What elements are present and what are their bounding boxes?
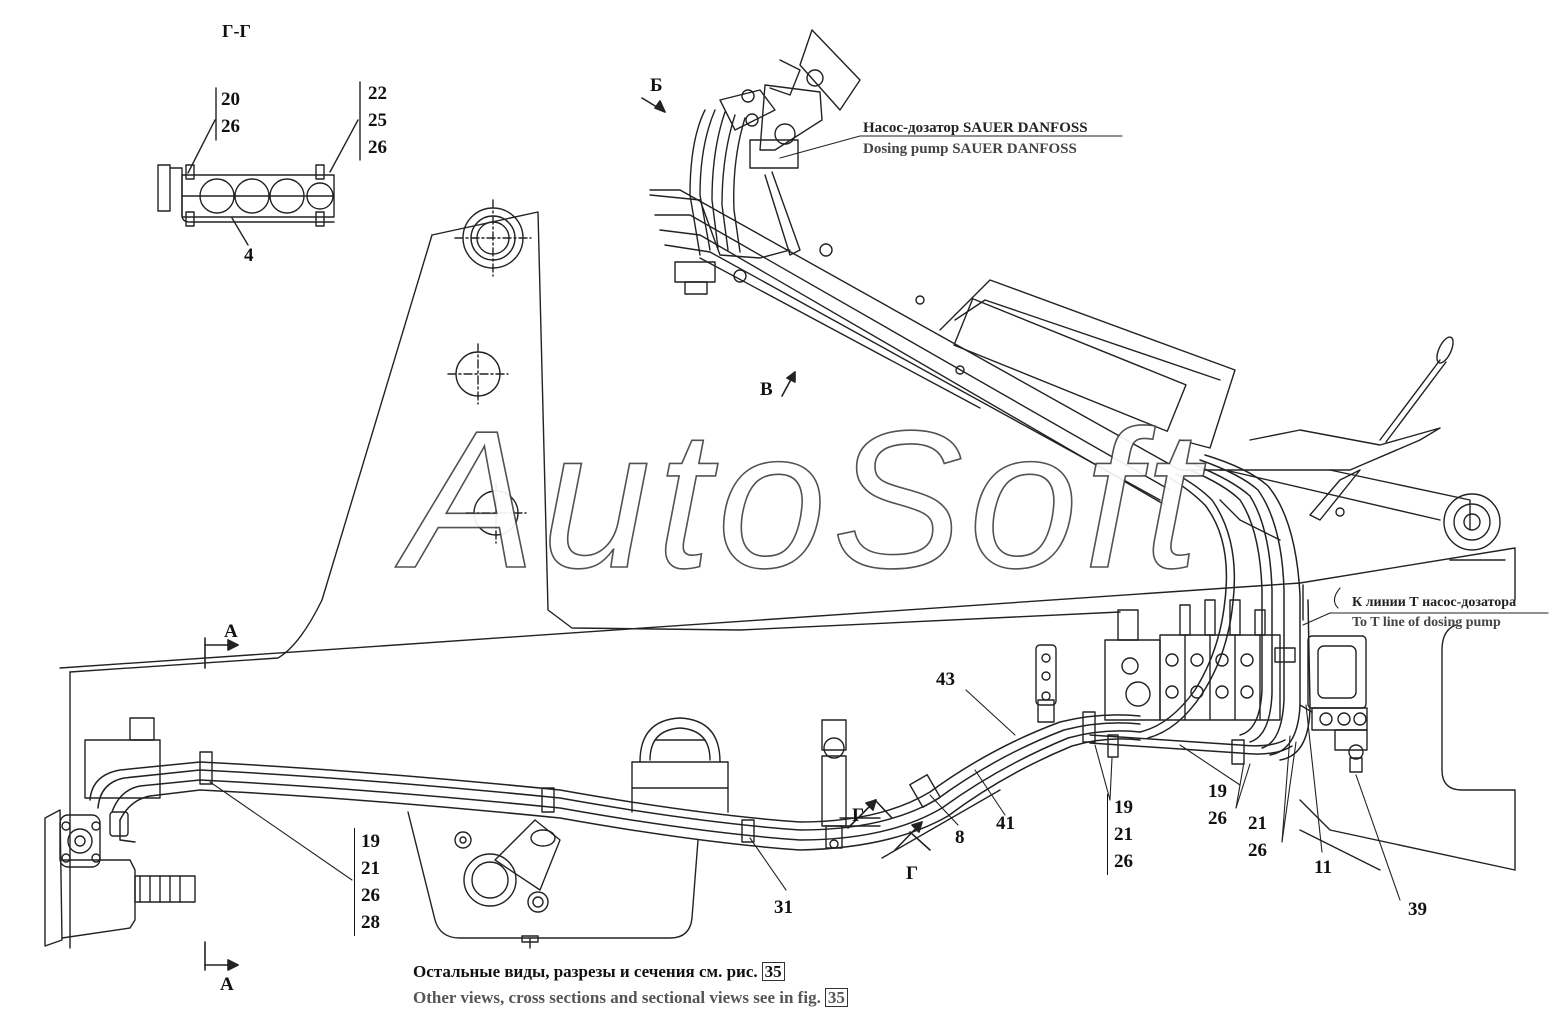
- hydraulic-pump: [44, 717, 196, 947]
- callout-39: 39: [1408, 899, 1427, 920]
- callout-41: 41: [996, 813, 1015, 834]
- steering-console: [649, 189, 1506, 561]
- section-a-bottom: А: [220, 974, 234, 995]
- dosing-pump-assembly: [649, 29, 965, 375]
- t-line-label-en: To T line of dosing pump: [1352, 615, 1501, 630]
- footer-note-ru: Остальные виды, разрезы и сечения см. ри…: [413, 962, 785, 981]
- dosing-pump-label-en: Dosing pump SAUER DANFOSS: [863, 141, 1077, 157]
- section-gg-left-group: 20 26: [221, 86, 240, 140]
- callout-group-left: 19 21 26 28: [354, 828, 380, 936]
- figure-ref-ru: 35: [761, 962, 785, 981]
- callout-8: 8: [955, 827, 965, 848]
- callout: 19: [361, 831, 380, 852]
- view-label-v: В: [760, 379, 773, 400]
- callout: 26: [1114, 851, 1133, 872]
- callout: 26: [368, 137, 387, 158]
- callout: 28: [361, 912, 380, 933]
- callout: 21: [1114, 824, 1133, 845]
- callout: 21: [1248, 813, 1267, 834]
- figure-ref-en: 35: [824, 988, 848, 1007]
- callout-group-right-b: 21 26: [1248, 810, 1267, 864]
- frame-outline: [59, 211, 1516, 949]
- pipe-bundle-main: [89, 714, 1293, 851]
- callout: 26: [361, 885, 380, 906]
- dosing-pump-label-ru: Насос-дозатор SAUER DANFOSS: [863, 120, 1088, 136]
- callout: 26: [1208, 808, 1227, 829]
- section-title: Г-Г: [222, 21, 251, 41]
- callout-group-right-a: 19 26: [1208, 778, 1227, 832]
- footer-text-en: Other views, cross sections and sectiona…: [413, 988, 821, 1007]
- callout: 22: [368, 83, 387, 104]
- autosoft-watermark: AutoSoft: [404, 390, 1205, 609]
- section-gg-right-group: 22 25 26: [368, 80, 387, 161]
- section-gg-view: [157, 81, 361, 246]
- section-markers: [204, 97, 931, 971]
- tank: [407, 811, 699, 949]
- callout: 21: [361, 858, 380, 879]
- view-label-b: Б: [650, 75, 663, 96]
- callout: 26: [1248, 840, 1267, 861]
- callout: 25: [368, 110, 387, 131]
- callout-group-mid: 19 21 26: [1107, 794, 1133, 875]
- callout-43: 43: [936, 669, 955, 690]
- hose-bundle-riser: [1139, 454, 1311, 761]
- callout: 19: [1208, 781, 1227, 802]
- callout-4: 4: [244, 245, 254, 266]
- round-filter: [631, 717, 729, 813]
- section-a-top: А: [224, 621, 238, 642]
- footer-text-ru: Остальные виды, разрезы и сечения см. ри…: [413, 962, 758, 981]
- t-line-label-ru: К линии Т насос-дозатора: [1352, 595, 1517, 610]
- callout: 19: [1114, 797, 1133, 818]
- callout: 26: [221, 116, 240, 137]
- callout-31: 31: [774, 897, 793, 918]
- footer-note-en: Other views, cross sections and sectiona…: [413, 988, 848, 1007]
- valve-block: [1104, 599, 1296, 721]
- frame-holes: [447, 199, 532, 544]
- section-g-bottom: Г: [906, 863, 919, 884]
- pipe-clamps: [199, 711, 1245, 843]
- callout: 20: [221, 89, 240, 110]
- accumulator: [1035, 644, 1057, 723]
- small-valve: [821, 719, 881, 849]
- callout-11: 11: [1314, 857, 1332, 878]
- section-g-top: Г: [852, 805, 865, 826]
- leader-lines: [209, 135, 1549, 901]
